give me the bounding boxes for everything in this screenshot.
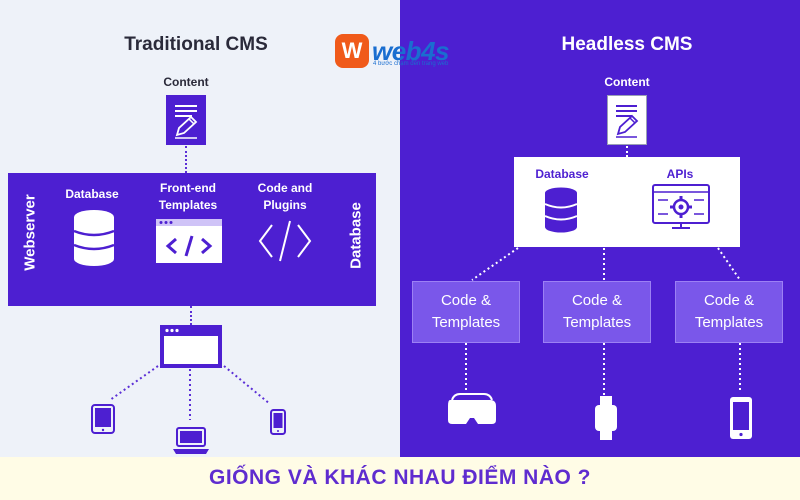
frontend-label-line1: Front-end (160, 181, 216, 195)
code-plugins-line2: Plugins (263, 198, 307, 212)
code-templates-line2: Templates (562, 314, 632, 331)
vr-headset-icon (448, 393, 496, 424)
browser-content-area (164, 336, 218, 364)
database-icon (73, 210, 115, 266)
phone-icon (270, 409, 286, 435)
traditional-content-document (166, 95, 206, 145)
headless-content-label: Content (604, 75, 650, 89)
logo-badge: W (335, 34, 369, 68)
code-plugins-label: Code and Plugins (240, 180, 330, 214)
laptop-icon (173, 427, 209, 454)
api-gear-icon (652, 184, 710, 229)
smartwatch-icon (595, 396, 617, 440)
headless-apis-label: APIs (666, 167, 694, 181)
backend-to-frontend-connectors (465, 247, 741, 398)
web4s-logo: W web4s 4 bước chạm đến trang web (335, 34, 450, 68)
content-to-webserver-connector (185, 146, 187, 173)
frontend-label-line2: Templates (158, 198, 218, 212)
browser-window-icon (160, 325, 222, 368)
logo-tagline: 4 bước chạm đến trang web (373, 61, 449, 67)
banner-text: GIỐNG VÀ KHÁC NHAU ĐIỂM NÀO ? (209, 466, 591, 489)
headless-cms-title: Headless CMS (561, 34, 693, 55)
document-edit-icon (616, 105, 639, 138)
code-brackets-icon (258, 220, 312, 262)
smartphone-icon (730, 397, 752, 439)
code-templates-line1: Code & (440, 292, 492, 309)
headless-database-label: Database (535, 167, 589, 181)
traditional-database-label: Database (65, 187, 119, 201)
code-templates-line2: Templates (694, 314, 764, 331)
device-connectors (109, 365, 271, 420)
code-templates-box-1: Code & Templates (412, 281, 520, 343)
traditional-content-label: Content (163, 75, 209, 89)
tablet-icon (91, 404, 115, 434)
webserver-to-browser-connector (190, 306, 192, 325)
bottom-banner (0, 457, 800, 500)
code-templates-line1: Code & (571, 292, 623, 309)
content-to-backend-connector (626, 146, 628, 157)
document-edit-icon (175, 105, 198, 139)
code-templates-line2: Templates (431, 314, 501, 331)
code-window-icon (156, 219, 222, 263)
frontend-templates-label: Front-end Templates (140, 180, 236, 214)
traditional-cms-title: Traditional CMS (124, 34, 268, 55)
code-templates-line1: Code & (703, 292, 755, 309)
browser-dots-icon (165, 328, 179, 333)
database-icon (544, 187, 578, 233)
logo-brand-text: web4s (372, 35, 450, 66)
code-templates-box-3: Code & Templates (675, 281, 783, 343)
code-templates-box-2: Code & Templates (543, 281, 651, 343)
headless-content-document (607, 95, 647, 145)
code-plugins-line1: Code and (257, 181, 313, 195)
